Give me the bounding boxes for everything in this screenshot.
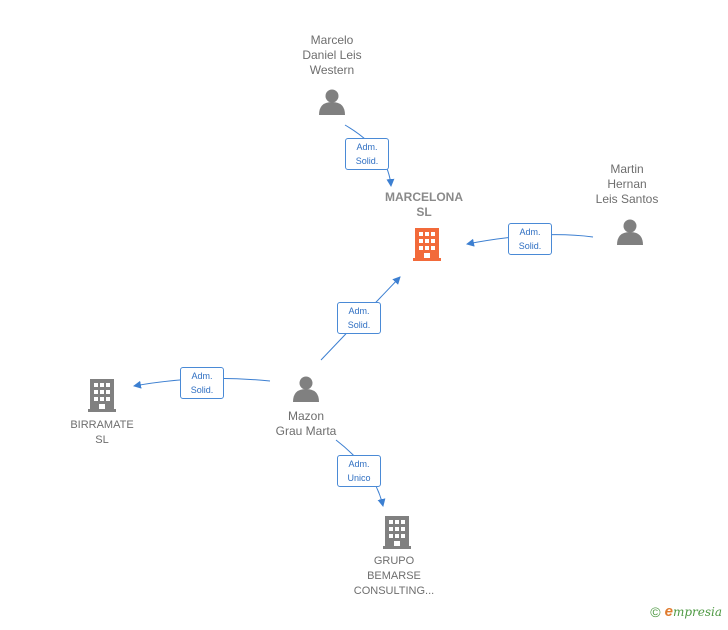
- person-icon[interactable]: [319, 89, 345, 116]
- empresia-logo[interactable]: © empresia: [650, 603, 722, 620]
- node-label-birramate[interactable]: BIRRAMATE SL: [70, 419, 134, 446]
- node-label-marcelo[interactable]: Marcelo Daniel Leis Western: [302, 33, 362, 77]
- edge-label-mazon-birramate: Adm. Solid.: [180, 367, 224, 399]
- node-label-mazon[interactable]: Mazon Grau Marta: [275, 409, 337, 438]
- node-label-grupo[interactable]: GRUPO BEMARSE CONSULTING...: [353, 555, 435, 597]
- building-icon[interactable]: [88, 379, 116, 412]
- node-label-marcelona[interactable]: MARCELONA SL: [385, 190, 463, 219]
- node-label-martin[interactable]: Martin Hernan Leis Santos: [595, 162, 659, 206]
- person-icon[interactable]: [617, 219, 643, 246]
- copyright-icon: ©: [650, 603, 661, 620]
- person-icon[interactable]: [293, 376, 319, 403]
- building-icon[interactable]: [383, 516, 411, 549]
- building-icon[interactable]: [413, 228, 441, 261]
- edge-label-mazon-grupo: Adm. Unico: [337, 455, 381, 487]
- edge-label-martin-marcelona: Adm. Solid.: [508, 223, 552, 255]
- edge-label-marcelo-marcelona: Adm. Solid.: [345, 138, 389, 170]
- edge-label-mazon-marcelona: Adm. Solid.: [337, 302, 381, 334]
- brand-name: empresia: [664, 603, 722, 620]
